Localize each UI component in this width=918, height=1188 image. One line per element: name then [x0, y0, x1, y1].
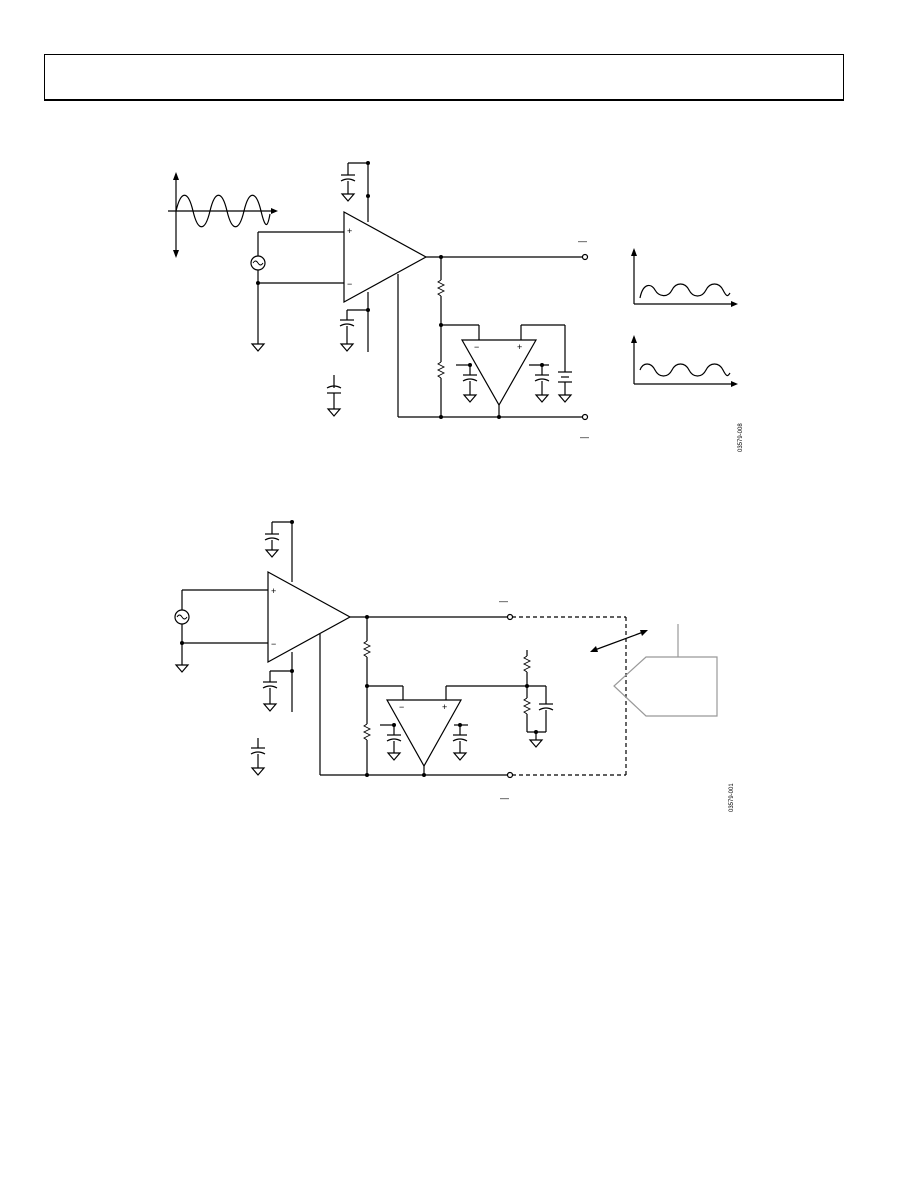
- top-output-pos-mark: —: [578, 236, 587, 246]
- amp2-minus-sign: −: [271, 639, 276, 649]
- top-vocm-buffer: − +: [441, 324, 573, 417]
- buffer-minus-sign: −: [474, 342, 479, 352]
- top-signal-source: [250, 231, 344, 352]
- amp-plus-sign: +: [347, 226, 352, 236]
- input-waveform: [168, 172, 278, 258]
- top-supply-decoupling: [326, 161, 370, 417]
- top-circuit: + −: [168, 161, 744, 452]
- bottom-signal-source: [174, 589, 268, 673]
- top-main-amplifier: + −: [343, 210, 428, 304]
- bottom-vocm-buffer: − +: [367, 684, 546, 775]
- bottom-circuit: + −: [174, 520, 735, 812]
- buffer2-minus-sign: −: [399, 702, 404, 712]
- bottom-main-amplifier: + −: [267, 570, 352, 664]
- top-output-network: — —: [397, 236, 589, 442]
- top-figure-code: 03579-008: [738, 423, 744, 452]
- top-output-neg-mark: —: [580, 432, 589, 442]
- bottom-output-network: — —: [319, 596, 514, 803]
- bottom-supply-decoupling: [250, 520, 294, 776]
- bottom-output-pos-mark: —: [499, 596, 508, 606]
- buffer-plus-sign: +: [517, 342, 522, 352]
- top-output-waveforms: [631, 248, 738, 387]
- buffer2-plus-sign: +: [442, 702, 447, 712]
- bottom-figure-code: 03579-001: [729, 783, 735, 812]
- header-box: [44, 54, 844, 101]
- amp2-plus-sign: +: [271, 586, 276, 596]
- amp-minus-sign: −: [347, 279, 352, 289]
- bottom-output-neg-mark: —: [500, 793, 509, 803]
- bottom-reference-divider: [522, 650, 554, 748]
- bottom-cable-and-adc: [512, 616, 718, 776]
